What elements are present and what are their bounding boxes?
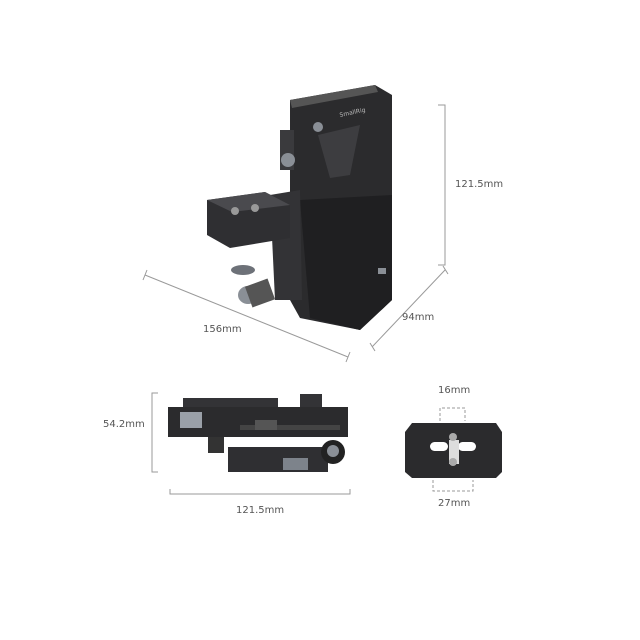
main-product-view: SmallRig bbox=[207, 85, 392, 330]
side-length-bracket bbox=[169, 489, 351, 495]
main-width-label: 156mm bbox=[203, 324, 242, 335]
side-product-view bbox=[168, 394, 348, 472]
height-bracket bbox=[438, 104, 446, 266]
plate-product-view bbox=[405, 407, 502, 492]
side-height-bracket bbox=[151, 392, 158, 473]
side-length-label: 121.5mm bbox=[236, 505, 285, 516]
plate-span-label: 27mm bbox=[438, 498, 471, 509]
dimension-lines-side bbox=[151, 392, 351, 495]
side-height-label: 54.2mm bbox=[103, 419, 145, 430]
plate-slot-label: 16mm bbox=[438, 385, 471, 396]
width-bracket bbox=[142, 269, 351, 363]
dimension-lines-main bbox=[142, 104, 449, 363]
depth-bracket bbox=[369, 265, 449, 352]
main-height-label: 121.5mm bbox=[455, 179, 504, 190]
main-depth-label: 94mm bbox=[402, 312, 435, 323]
